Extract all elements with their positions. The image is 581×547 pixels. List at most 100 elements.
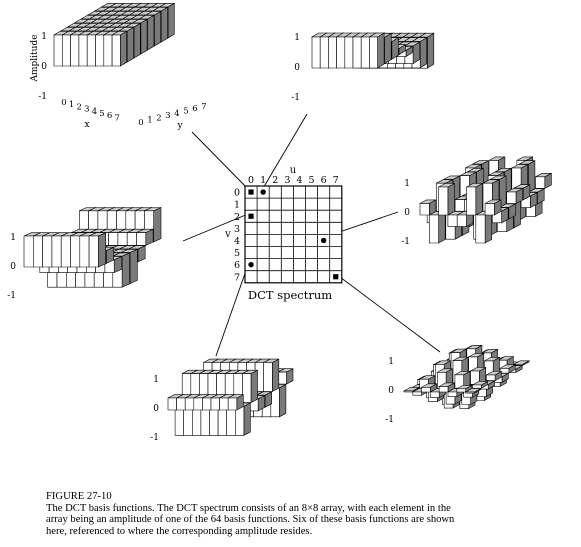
v-tick-label: 4 xyxy=(234,236,240,247)
bar-front xyxy=(200,405,210,436)
bar-front xyxy=(263,362,273,392)
bar-front xyxy=(193,397,203,411)
x-tick-label: 7 xyxy=(114,113,119,123)
grid-marker xyxy=(248,189,254,195)
x-tick-label: 6 xyxy=(107,111,112,121)
bar-front xyxy=(42,235,53,268)
bar-front xyxy=(209,405,219,436)
bar-front xyxy=(484,203,495,216)
amplitude-tick-1: 1 xyxy=(41,32,47,42)
panel-bars xyxy=(419,156,552,244)
u-tick-label: 5 xyxy=(309,175,315,186)
grid-marker xyxy=(260,189,266,195)
grid-marker xyxy=(248,261,254,268)
x-tick-label: 5 xyxy=(99,109,104,119)
bar-front xyxy=(51,235,62,268)
grid-marker xyxy=(333,274,339,280)
bar-front xyxy=(167,397,177,411)
bar-front xyxy=(227,397,238,411)
y-tick-label: 3 xyxy=(165,111,170,121)
bar-side xyxy=(384,32,392,65)
u-tick-label: 7 xyxy=(333,175,339,186)
amplitude-tick-0: 0 xyxy=(41,62,47,72)
amplitude-tick-1: 1 xyxy=(388,357,394,367)
bar-front xyxy=(328,36,337,69)
bar-front xyxy=(183,405,193,436)
bar-side xyxy=(129,248,138,285)
bar-side xyxy=(447,183,455,216)
bar-front xyxy=(95,34,105,67)
basis-panel-u6-v4: 1 0 -1 xyxy=(401,156,552,247)
bar-side xyxy=(250,369,258,404)
x-tick-label: 4 xyxy=(92,107,97,117)
amplitude-tick-minus1: -1 xyxy=(401,237,410,247)
bar-front xyxy=(454,199,465,212)
y-tick-label: 0 xyxy=(138,118,143,128)
amplitude-tick-minus1: -1 xyxy=(7,291,16,301)
amplitude-tick-1: 1 xyxy=(294,33,300,43)
bar-front xyxy=(336,36,346,69)
bar-front xyxy=(344,36,354,69)
bar-front xyxy=(360,36,370,69)
connector-line xyxy=(215,261,250,357)
bar-side xyxy=(160,6,168,43)
basis-panel-u7-v7: 1 0 -1 xyxy=(385,344,531,425)
v-tick-label: 3 xyxy=(234,224,240,235)
bar-front xyxy=(421,386,431,393)
bar-front xyxy=(465,391,475,394)
bar-front xyxy=(111,34,121,67)
basis-panel-u0-v2: 1 0 -1 xyxy=(7,207,162,301)
v-tick-label: 1 xyxy=(234,200,240,211)
bar-front xyxy=(23,235,34,268)
u-tick-label: 2 xyxy=(272,175,278,186)
amplitude-tick-minus1: -1 xyxy=(150,433,159,443)
bar-side xyxy=(121,252,130,288)
v-tick-label: 2 xyxy=(234,212,240,223)
bar-front xyxy=(447,214,458,227)
amplitude-tick-0: 0 xyxy=(404,208,410,218)
u-tick-label: 0 xyxy=(248,175,254,186)
v-tick-label: 0 xyxy=(234,188,240,199)
bar-front xyxy=(136,232,147,246)
basis-panel-u1-v0: 1 0 -1 xyxy=(291,32,435,103)
bar-front xyxy=(219,397,229,411)
grid-marker xyxy=(248,213,254,219)
panel-bars xyxy=(52,2,176,67)
bar-front xyxy=(108,232,119,246)
bar-front xyxy=(485,374,496,381)
caption-line: The DCT basis functions. The DCT spectru… xyxy=(46,502,451,514)
bar-front xyxy=(117,232,128,246)
bar-front xyxy=(53,34,63,67)
caption-heading: FIGURE 27-10 xyxy=(46,491,112,502)
bar-front xyxy=(79,235,90,268)
bar-front xyxy=(192,405,202,436)
bar-side xyxy=(147,14,155,51)
figure-caption: FIGURE 27-10 The DCT basis functions. Th… xyxy=(46,491,566,537)
bar-front xyxy=(447,391,458,398)
y-tick-label: 5 xyxy=(183,107,188,117)
bar-side xyxy=(154,10,161,47)
bar-front xyxy=(438,186,449,216)
bar-side xyxy=(426,32,435,69)
bar-side xyxy=(484,211,493,244)
bar-front xyxy=(126,232,137,246)
amplitude-tick-0: 0 xyxy=(294,63,300,73)
amplitude-tick-minus1: -1 xyxy=(291,93,300,103)
bar-front xyxy=(210,397,220,411)
bar-front xyxy=(438,386,449,393)
bar-side xyxy=(271,358,280,392)
y-tick-label: 2 xyxy=(156,113,161,123)
u-tick-label: 1 xyxy=(260,175,266,186)
v-tick-label: 5 xyxy=(234,248,240,259)
bar-front xyxy=(535,176,546,189)
panel-bars xyxy=(310,32,435,69)
bar-side xyxy=(98,232,106,268)
u-axis-label: u xyxy=(290,165,297,176)
panel-bars xyxy=(23,207,162,288)
y-tick-label: 4 xyxy=(174,109,179,119)
amplitude-tick-0: 0 xyxy=(153,404,159,414)
